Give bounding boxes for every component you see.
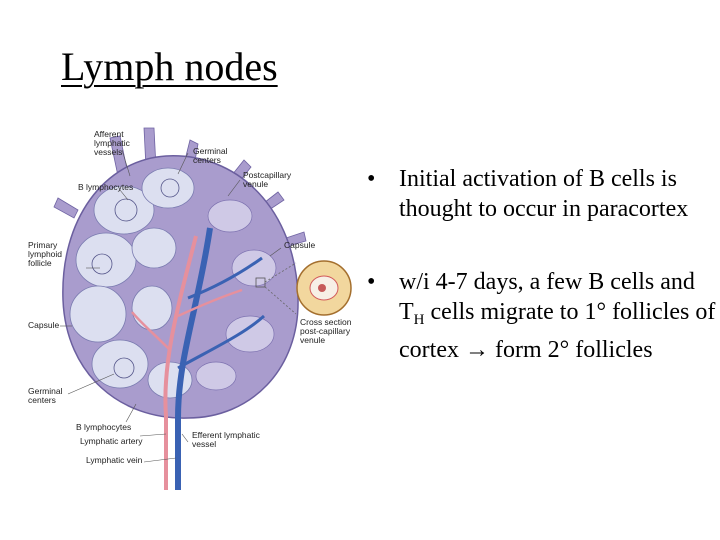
follicles [69, 167, 195, 399]
bullet-text-part: w/i 4-7 days, a few B cells and T [399, 269, 695, 325]
label-b-lymphocytes-bottom: B lymphocytes [76, 422, 131, 432]
slide-title: Lymph nodes [61, 44, 278, 89]
label-lymphatic-artery: Lymphatic artery [80, 436, 143, 446]
label-cross-section: Cross section post-capillary venule [300, 317, 354, 345]
label-capsule-right: Capsule [284, 240, 315, 250]
lymphatic-artery [163, 235, 198, 490]
lymph-node-diagram: Afferent lymphatic vessels Germinal cent… [28, 118, 368, 490]
label-germinal-bottom: Germinal centers [28, 386, 65, 405]
label-germinal-top: Germinal centers [193, 146, 230, 165]
bullet-list: • Initial activation of B cells is thoug… [367, 164, 717, 365]
label-postcapillary: Postcapillary venule [243, 170, 294, 189]
bullet-marker: • [367, 269, 376, 295]
efferent-vein [175, 227, 213, 490]
arrow-icon: → [464, 337, 489, 363]
bullet-marker: • [367, 166, 376, 192]
subscript-h: H [413, 312, 425, 328]
bullet-text-part: form 2° follicles [488, 337, 653, 363]
bullet-text-part: cells migrate to 1° follicles of cortex [399, 299, 716, 363]
label-lymphatic-vein: Lymphatic vein [86, 455, 143, 465]
label-efferent: Efferent lymphatic vessel [192, 430, 262, 449]
bullet-item: • w/i 4-7 days, a few B cells and TH cel… [367, 267, 717, 365]
label-capsule-left: Capsule [28, 320, 59, 330]
label-primary-follicle: Primary lymphoid follicle [28, 240, 64, 268]
germinal-centers [91, 178, 180, 379]
medullary-cords [195, 199, 277, 391]
bullet-text: Initial activation of B cells is thought… [399, 166, 689, 222]
bullet-item: • Initial activation of B cells is thoug… [367, 164, 717, 224]
label-b-lymphocytes-top: B lymphocytes [78, 182, 133, 192]
lymph-node-illustration: Afferent lymphatic vessels Germinal cent… [28, 127, 354, 490]
label-afferent: Afferent lymphatic vessels [94, 129, 132, 157]
